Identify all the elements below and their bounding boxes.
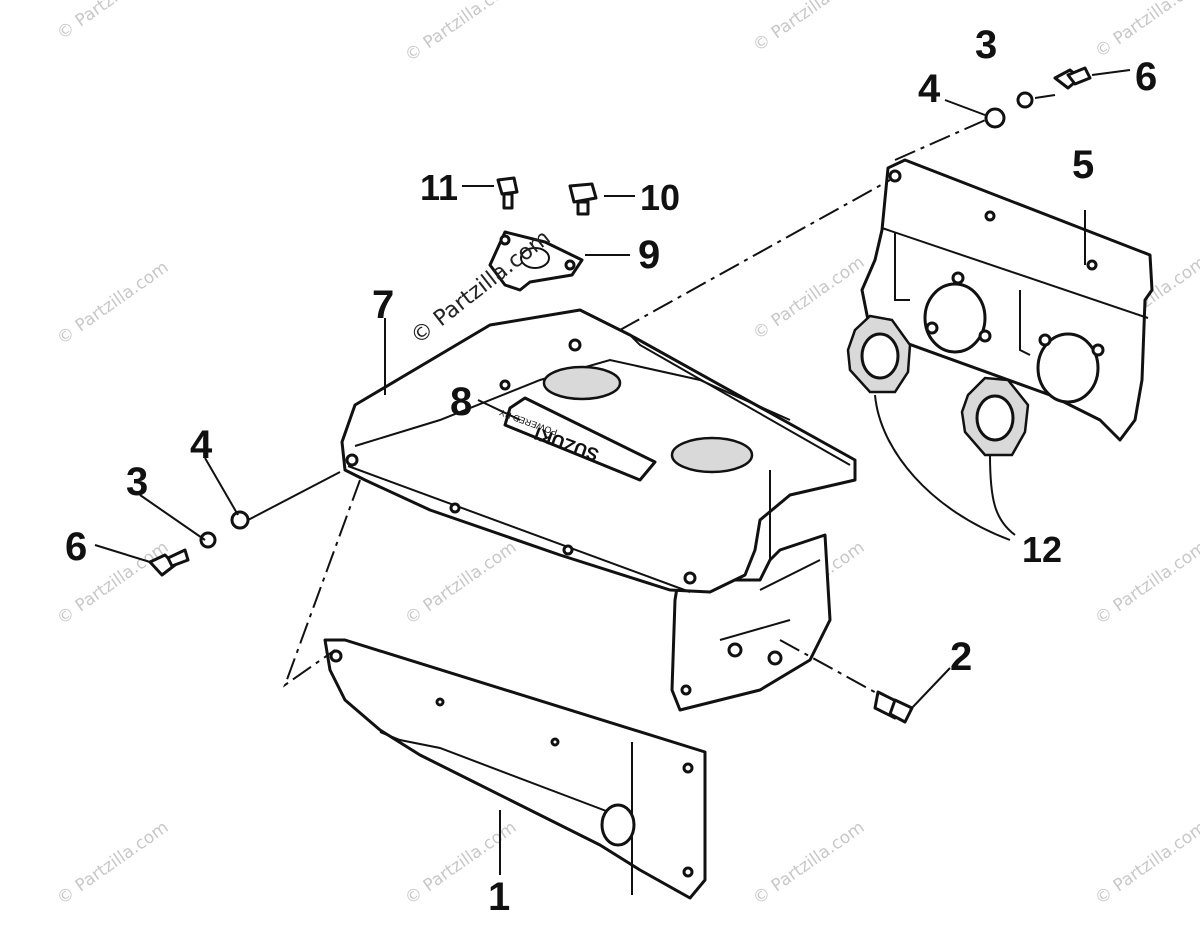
gaskets-part-12 <box>846 314 1030 457</box>
callouts: 1 2 3 3 4 4 5 6 6 7 8 9 10 11 12 <box>65 23 1157 919</box>
callout-4: 4 <box>918 67 941 111</box>
watermark: © Partzilla.com <box>749 817 868 909</box>
watermark: © Partzilla.com <box>53 0 172 44</box>
callout-3: 3 <box>126 460 148 504</box>
callout-11: 11 <box>420 167 458 208</box>
callout-2: 2 <box>950 635 972 679</box>
callout-7: 7 <box>372 283 394 327</box>
watermark: © Partzilla.com <box>1091 817 1200 909</box>
watermark: © Partzilla.com <box>53 257 172 349</box>
callout-4: 4 <box>190 423 213 467</box>
bracket-part-9 <box>488 230 584 292</box>
fasteners <box>148 66 1092 724</box>
lower-shroud-part-1 <box>323 638 707 900</box>
callout-10: 10 <box>640 177 680 218</box>
callout-12: 12 <box>1022 529 1062 570</box>
watermark: © Partzilla.com <box>401 537 520 629</box>
callout-1: 1 <box>488 875 510 919</box>
watermark: © Partzilla.com <box>1091 537 1200 629</box>
watermark: © Partzilla.com <box>1091 0 1200 62</box>
callout-6: 6 <box>1135 55 1157 99</box>
leader-lines <box>94 69 1131 875</box>
watermark: © Partzilla.com <box>749 0 868 56</box>
rear-plate-part-5 <box>860 158 1154 442</box>
callout-9: 9 <box>638 233 660 277</box>
callout-5: 5 <box>1072 143 1094 187</box>
callout-8: 8 <box>450 380 472 424</box>
watermark: © Partzilla.com <box>749 252 868 344</box>
watermark: © Partzilla.com <box>401 0 520 66</box>
main-cover-part-7: SUZUKI POWERED BY <box>340 308 857 712</box>
watermark: © Partzilla.com <box>53 817 172 909</box>
callout-3: 3 <box>975 23 997 67</box>
callout-6: 6 <box>65 525 87 569</box>
